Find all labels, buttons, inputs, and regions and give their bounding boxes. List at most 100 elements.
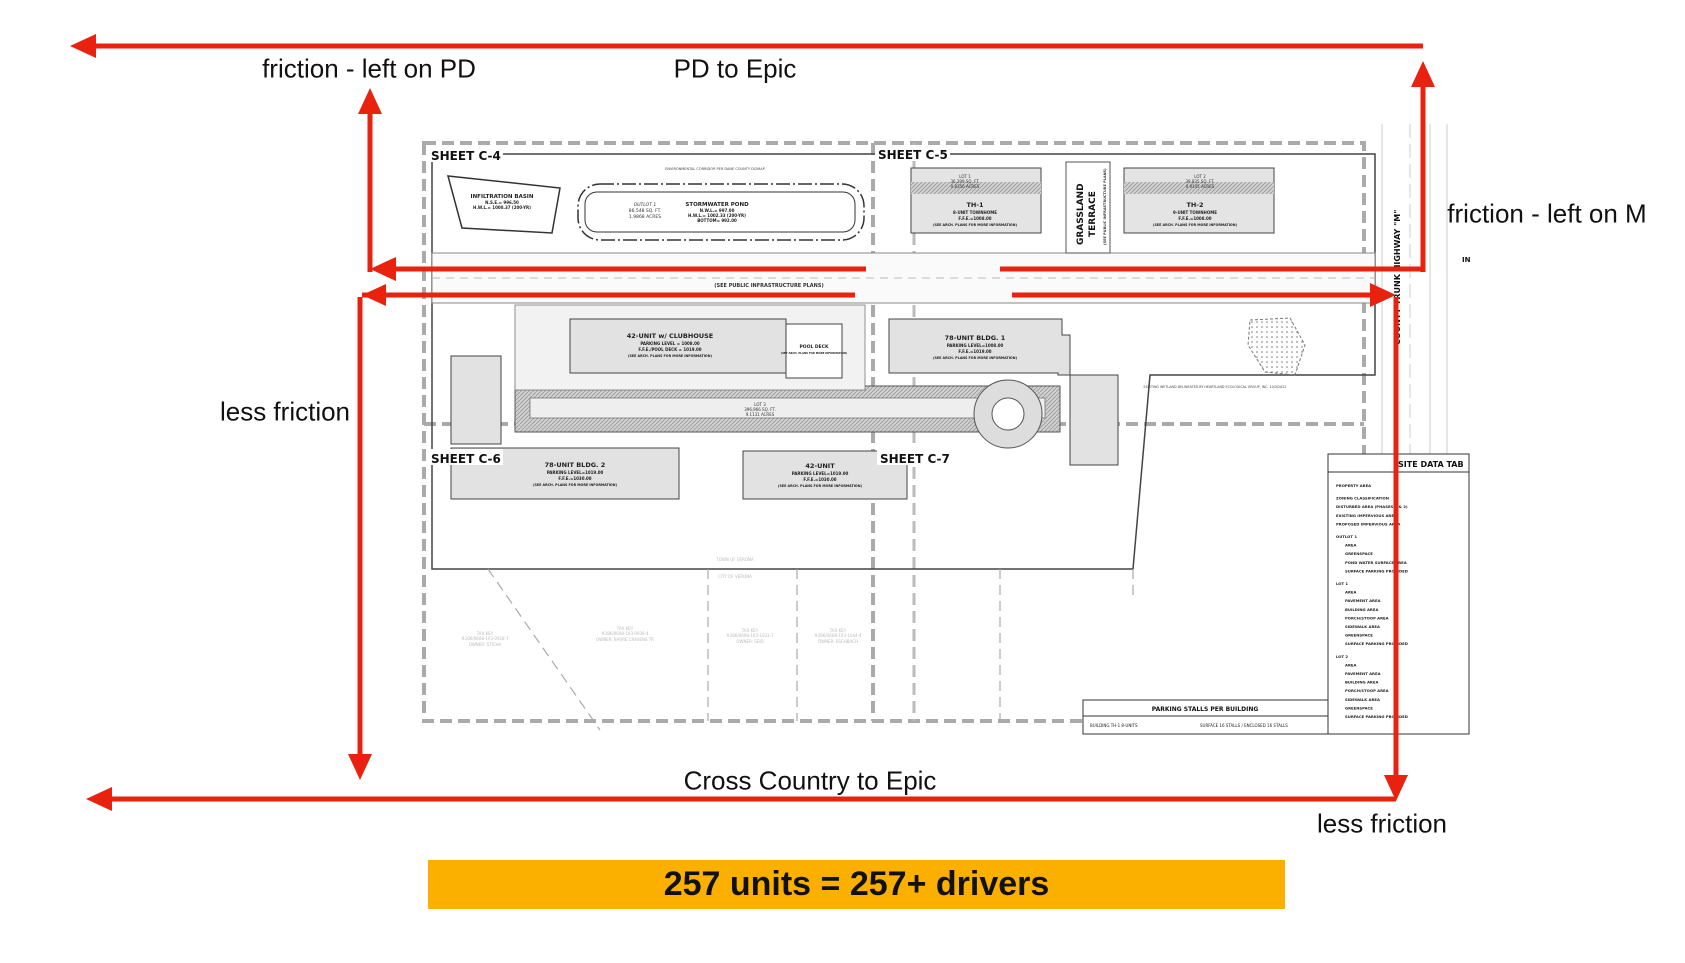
svg-text:#286/0608-103-1044-4: #286/0608-103-1044-4 [814,633,862,638]
site-table-row: PORCH/STOOP AREA [1345,615,1389,620]
parking-row-right: SURFACE 16 STALLS / ENCLOSED 16 STALLS [1200,723,1288,728]
svg-text:PARKING LEVEL=1019.00: PARKING LEVEL=1019.00 [792,471,849,476]
svg-text:9.1131 ACRES: 9.1131 ACRES [746,412,775,417]
parking-row-left: BUILDING TH-1 8-UNITS [1090,723,1138,728]
svg-text:INFILTRATION BASIN: INFILTRATION BASIN [471,194,534,200]
site-table-row: PORCH/STOOP AREA [1345,688,1389,693]
svg-text:ENVIRONMENTAL CORRIDOR PER DAN: ENVIRONMENTAL CORRIDOR PER DANE COUNTY D… [665,167,765,171]
svg-text:(SEE ARCH. PLANS FOR MORE INFO: (SEE ARCH. PLANS FOR MORE INFORMATION) [1153,223,1238,227]
site-table-row: EXISTING IMPERVIOUS AREA [1336,513,1397,518]
svg-text:36,399 SQ. FT.: 36,399 SQ. FT. [951,179,980,184]
highway-label: COUNTY TRUNK HIGHWAY "M" [1393,210,1402,345]
wetland [1247,317,1306,376]
sheet-frame [422,141,1366,723]
svg-text:H.W.L.= 1002.33 (200-YR): H.W.L.= 1002.33 (200-YR) [688,213,746,218]
townhome-th2 [1123,167,1275,234]
arrow-top-west [70,34,1423,58]
site-table-row: SIDEWALK AREA [1345,697,1380,702]
svg-text:42-UNIT w/ CLUBHOUSE: 42-UNIT w/ CLUBHOUSE [627,332,714,340]
svg-text:BOTTOM= 992.00: BOTTOM= 992.00 [697,218,737,223]
svg-text:TAX KEY: TAX KEY [476,631,494,636]
arrow-right-south [1384,297,1408,801]
svg-text:OWNER: SEID: OWNER: SEID [736,639,763,644]
arrow-left-south [348,297,372,780]
svg-text:PARKING LEVEL = 1008.00: PARKING LEVEL = 1008.00 [640,341,700,346]
svg-text:GRASSLAND: GRASSLAND [1076,183,1086,245]
stormwater-pond [577,183,865,241]
arrow-left-north [358,88,382,272]
site-table-row: AREA [1345,590,1356,595]
sheet-label: SHEET C-6 [431,452,501,466]
site-table-row: PAVEMENT AREA [1345,598,1381,603]
traffic-arrows [70,34,1435,811]
site-table-row: OUTLOT 1 [1336,534,1357,539]
svg-text:(SEE ARCH. PLANS FOR MORE INFO: (SEE ARCH. PLANS FOR MORE INFORMATION) [933,356,1018,360]
arrow-road-east [362,283,1396,307]
site-table-row: PROPERTY AREA [1336,483,1371,488]
site-table-row: LOT 1 [1336,581,1348,586]
grassland-terrace-road [1065,161,1111,254]
svg-text:OWNER: ESCHBACH: OWNER: ESCHBACH [818,639,858,644]
label-less-friction-right: less friction [1316,808,1448,839]
svg-text:F.F.E.=1019.00: F.F.E.=1019.00 [958,349,991,354]
svg-text:PARKING LEVEL=1008.00: PARKING LEVEL=1008.00 [947,343,1004,348]
svg-text:CITY OF VERONA: CITY OF VERONA [718,574,752,579]
svg-text:OWNER: BARRE CRAVENS TR: OWNER: BARRE CRAVENS TR [596,637,654,642]
svg-text:86,548 SQ. FT.: 86,548 SQ. FT. [629,208,662,214]
site-table-row: ZONING CLASSIFICATION [1336,496,1389,501]
label-cross-country-to-epic: Cross Country to Epic [683,765,937,796]
sheet-label: SHEET C-5 [878,148,948,162]
property-boundary [431,153,1376,570]
svg-text:TAX KEY: TAX KEY [741,628,759,633]
site-table-row: AREA [1345,543,1356,548]
site-table-row: AREA [1345,662,1356,667]
units-banner-text: 257 units = 257+ drivers [663,865,1050,903]
site-table-row: SURFACE PARKING PROVIDED [1345,641,1408,646]
svg-text:TH-2: TH-2 [1186,201,1203,209]
site-table-row: DISTURBED AREA (PHASES 1 & 2) [1336,504,1408,509]
svg-text:#286/0608-103-0939-4: #286/0608-103-0939-4 [601,631,649,636]
svg-text:TAX KEY: TAX KEY [616,626,634,631]
sheet-label: SHEET C-7 [880,452,950,466]
svg-text:IN: IN [1462,256,1471,264]
site-table-row: SIDEWALK AREA [1345,624,1380,629]
svg-text:TERRACE: TERRACE [1088,191,1098,237]
svg-text:OUTLOT 1: OUTLOT 1 [634,202,657,208]
svg-text:OWNER: STICHA: OWNER: STICHA [469,642,502,647]
site-table-row: LOT 2 [1336,654,1348,659]
townhome-th1 [910,167,1042,234]
svg-text:N.W.L.= 997.00: N.W.L.= 997.00 [700,208,735,213]
svg-text:39,835 SQ. FT.: 39,835 SQ. FT. [1186,179,1215,184]
svg-text:#286/0608-103-1033-7: #286/0608-103-1033-7 [726,633,774,638]
svg-text:F.F.E.=1030.00: F.F.E.=1030.00 [558,476,591,481]
site-table-row: BUILDING AREA [1345,680,1378,685]
svg-text:(SEE PUBLIC INFRASTRUCTURE PLA: (SEE PUBLIC INFRASTRUCTURE PLANS) [1103,168,1107,245]
arrow-road-west [370,257,1423,281]
site-table-row: GREENSPACE [1345,633,1373,638]
svg-text:LOT 1: LOT 1 [959,174,971,179]
infiltration-basin [446,175,561,234]
site-table-row: SURFACE PARKING PROVIDED [1345,714,1408,719]
svg-text:TOWN OF VERONA: TOWN OF VERONA [715,557,754,562]
svg-text:8-UNIT TOWNHOME: 8-UNIT TOWNHOME [953,210,997,215]
svg-text:TH-1: TH-1 [966,201,984,209]
svg-text:42-UNIT: 42-UNIT [805,462,835,470]
svg-text:TAX KEY: TAX KEY [829,628,847,633]
svg-text:LOT 3: LOT 3 [754,402,766,407]
site-plan: (SEE PUBLIC INFRASTRUCTURE PLANS) INFILT… [0,124,1685,766]
svg-text:396,966 SQ. FT.: 396,966 SQ. FT. [744,407,776,412]
svg-text:(SEE ARCH. PLANS FOR MORE INFO: (SEE ARCH. PLANS FOR MORE INFORMATION) [781,351,847,355]
site-table-row: POND WATER SURFACE AREA [1345,560,1407,565]
svg-text:N.S.E.= 996.50: N.S.E.= 996.50 [485,200,519,205]
arrow-bottom-west [86,787,1396,811]
building-west [450,355,502,445]
svg-text:1.9868 ACRES: 1.9868 ACRES [629,214,661,220]
svg-text:LOT 2: LOT 2 [1194,174,1206,179]
pool-deck [785,323,843,379]
svg-text:(SEE ARCH. PLANS FOR MORE INFO: (SEE ARCH. PLANS FOR MORE INFORMATION) [533,483,618,487]
svg-text:0.9145 ACRES: 0.9145 ACRES [1186,184,1215,189]
site-table-row: GREENSPACE [1345,705,1373,710]
svg-text:PARKING STALLS PER BUILDING: PARKING STALLS PER BUILDING [1152,706,1259,713]
svg-text:EXISTING WETLAND DELINEATED BY: EXISTING WETLAND DELINEATED BY HEARTLAND… [1144,385,1287,389]
